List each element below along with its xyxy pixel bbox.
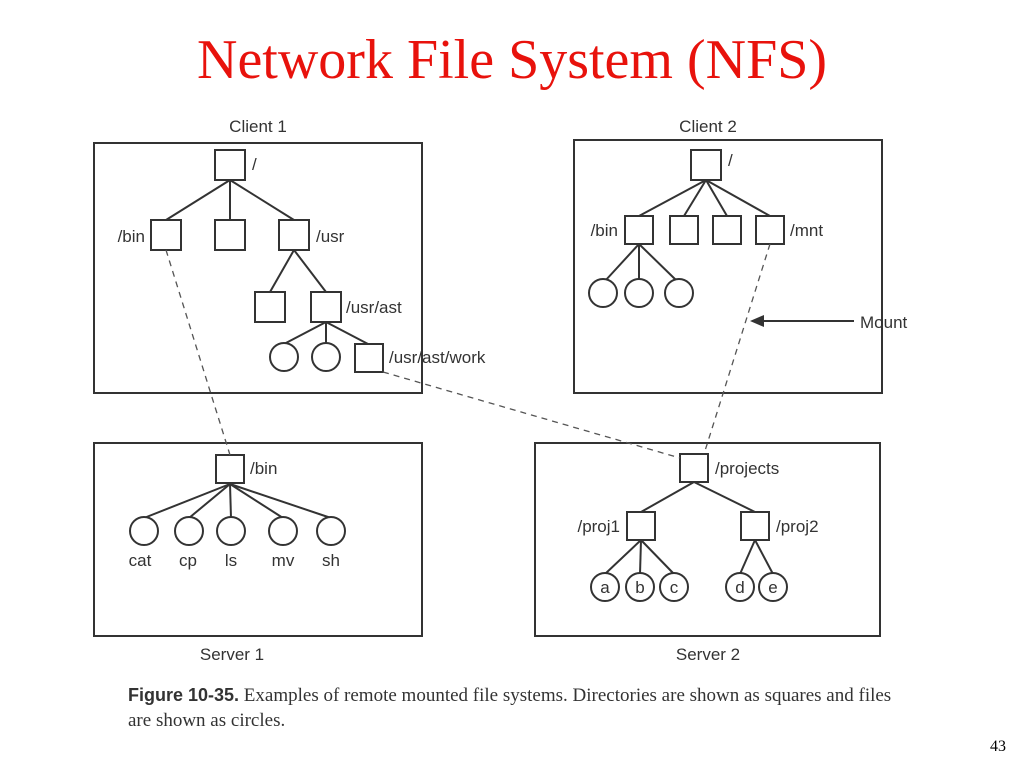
mount-arrow	[750, 315, 854, 327]
client2-root-dir	[690, 149, 722, 181]
mount-link-work	[382, 371, 681, 459]
server2-proj2-label: /proj2	[776, 517, 819, 536]
client1-usr-ast-dir	[310, 291, 342, 323]
server2-file	[758, 572, 788, 602]
server2-label: Server 2	[676, 645, 740, 664]
client2-file	[624, 278, 654, 308]
server1-file	[216, 516, 246, 546]
server2-proj1-dir	[626, 511, 656, 541]
client2-root-label: /	[728, 151, 733, 170]
server1-file-label: ls	[225, 551, 237, 570]
server2-proj1-label: /proj1	[577, 517, 620, 536]
mount-label: Mount	[860, 313, 908, 332]
client2-mnt-dir	[755, 215, 785, 245]
server1-file	[174, 516, 204, 546]
figure-caption: Figure 10-35. Examples of remote mounted…	[128, 683, 898, 733]
client1-usr-ast-label: /usr/ast	[346, 298, 402, 317]
server1-edges	[143, 483, 332, 519]
server2-box	[534, 442, 881, 637]
server2-file-label: a	[600, 578, 610, 597]
server1-bin-label: /bin	[250, 459, 277, 478]
server2-file	[725, 572, 755, 602]
client2-label: Client 2	[679, 117, 737, 136]
figure-number: Figure 10-35.	[128, 685, 240, 705]
client2-dir	[712, 215, 742, 245]
server1-file-label: cat	[129, 551, 152, 570]
server1-file	[316, 516, 346, 546]
client1-bin-label: /bin	[118, 227, 145, 246]
client2-mnt-label: /mnt	[790, 221, 823, 240]
server2-projects-label: /projects	[715, 459, 779, 478]
client1-dir	[214, 219, 246, 251]
client1-label: Client 1	[229, 117, 287, 136]
client1-file	[269, 342, 299, 372]
client2-file	[664, 278, 694, 308]
client1-root-dir	[214, 149, 246, 181]
server2-edges	[604, 481, 774, 575]
client1-bin-dir	[150, 219, 182, 251]
client2-dir	[669, 215, 699, 245]
server2-file	[625, 572, 655, 602]
server2-file	[659, 572, 689, 602]
caption-text: Examples of remote mounted file systems.…	[128, 685, 892, 731]
server1-file	[129, 516, 159, 546]
client1-box	[93, 142, 423, 394]
server2-proj2-dir	[740, 511, 770, 541]
server2-file-label: d	[735, 578, 744, 597]
mount-link-mnt	[703, 243, 771, 455]
server1-file	[268, 516, 298, 546]
client1-usr-ast-work-dir	[354, 343, 384, 373]
server1-file-label: sh	[322, 551, 340, 570]
server2-file	[590, 572, 620, 602]
client1-dir	[254, 291, 286, 323]
server1-box	[93, 442, 423, 637]
server2-projects-dir	[679, 453, 709, 483]
client1-usr-dir	[278, 219, 310, 251]
client1-usr-label: /usr	[316, 227, 345, 246]
server1-file-label: cp	[179, 551, 197, 570]
server2-file-label: c	[670, 578, 679, 597]
server2-file-label: b	[635, 578, 644, 597]
client2-box	[573, 139, 883, 394]
slide-title: Network File System (NFS)	[197, 29, 827, 91]
server1-file-label: mv	[272, 551, 295, 570]
client2-file	[588, 278, 618, 308]
server2-file-label: e	[768, 578, 777, 597]
client1-file	[311, 342, 341, 372]
mount-link-bin	[165, 249, 231, 456]
client2-bin-dir	[624, 215, 654, 245]
page-number: 43	[990, 738, 1006, 755]
server1-bin-dir	[215, 454, 245, 484]
client2-edges	[604, 179, 771, 282]
server1-label: Server 1	[200, 645, 264, 664]
client1-usr-ast-work-label: /usr/ast/work	[389, 348, 486, 367]
client1-edges	[165, 179, 369, 345]
client1-root-label: /	[252, 155, 257, 174]
client2-bin-label: /bin	[591, 221, 618, 240]
